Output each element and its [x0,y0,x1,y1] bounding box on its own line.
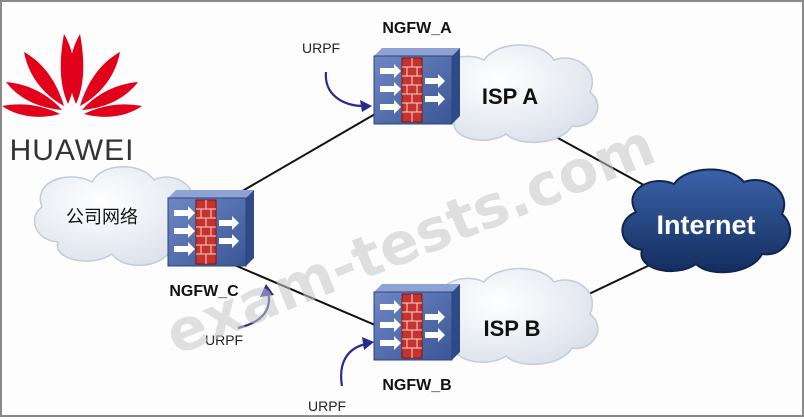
ngfw-b-label: NGFW_B [382,377,451,394]
isp-b-label: ISP B [483,316,540,341]
urpf-c-label: URPF [205,332,243,348]
huawei-logo: HUAWEI [2,34,142,167]
urpf-a-arrow-icon [324,71,365,108]
urpf-b-label: URPF [308,398,346,414]
urpf-annotation-c: URPF [205,284,274,348]
ngfw-b-firewall-icon [373,283,461,361]
internet-cloud: Internet [621,168,792,274]
urpf-a-label: URPF [302,40,340,56]
ngfw-c-label: NGFW_C [169,283,239,300]
huawei-petals-icon [2,34,142,117]
urpf-c-arrow-icon [237,291,271,330]
ngfw-a-label: NGFW_A [382,20,452,37]
ngfw-a-firewall-icon [373,47,461,125]
huawei-wordmark: HUAWEI [10,134,135,167]
isp-a-label: ISP A [482,84,538,109]
corporate-network-label: 公司网络 [66,207,138,228]
link-c-to-a [231,109,383,198]
ngfw-c-firewall-icon [167,189,255,267]
link-c-to-b [231,263,383,329]
urpf-annotation-a: URPF [302,40,372,112]
urpf-b-arrow-icon [340,342,367,387]
isp-a-cloud: ISP A [431,44,599,144]
urpf-annotation-b: URPF [308,337,374,414]
internet-label: Internet [656,210,755,240]
